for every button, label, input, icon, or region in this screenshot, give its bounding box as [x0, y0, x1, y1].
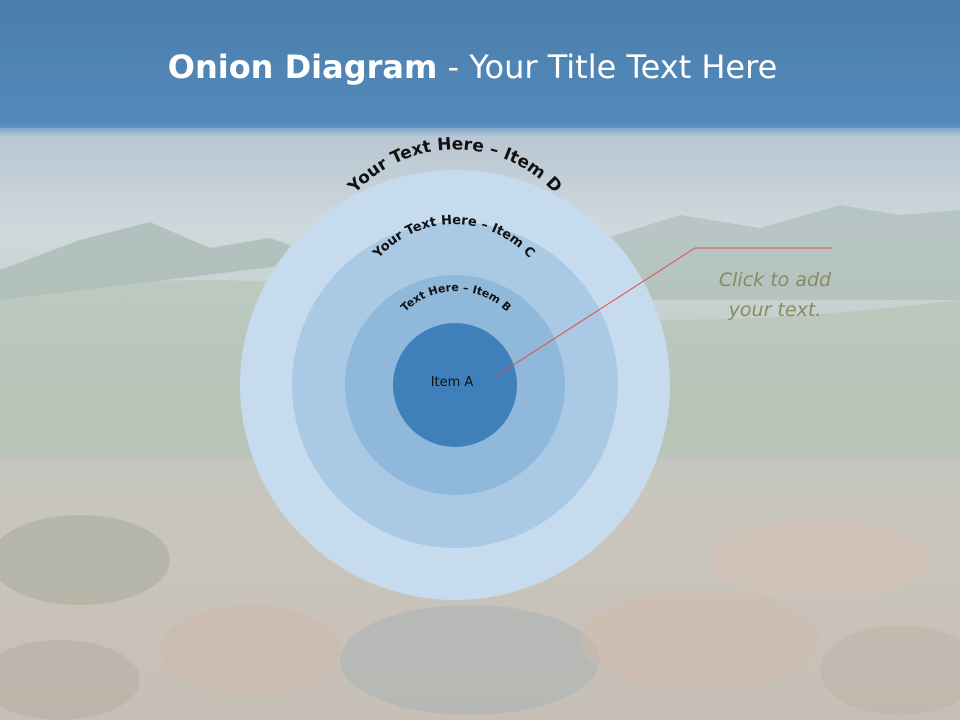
title-bar — [0, 0, 960, 128]
callout-line-1: Click to add — [718, 269, 832, 291]
slide-title: Onion Diagram - Your Title Text Here — [0, 48, 945, 86]
layer-a-label: Item A — [431, 375, 474, 390]
title-rest: - Your Title Text Here — [437, 48, 778, 86]
callout-line — [492, 247, 832, 379]
layer-a-circle — [393, 323, 517, 447]
mountain-range-right — [600, 205, 960, 300]
callout-line-2: your text. — [728, 299, 822, 321]
title-bold: Onion Diagram — [167, 48, 438, 86]
mountain-range — [0, 222, 330, 300]
callout-text-box[interactable]: Click to add your text. — [690, 265, 860, 325]
